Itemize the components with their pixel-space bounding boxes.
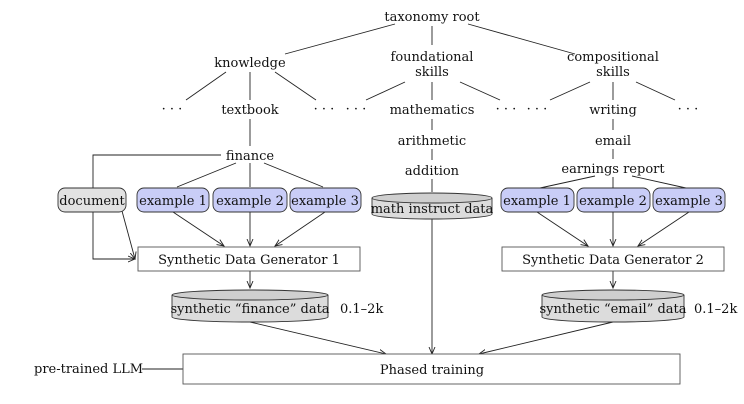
left-example-3-box	[289, 187, 362, 213]
addition-label: addition	[405, 164, 460, 179]
earnings-report-label: earnings report	[561, 162, 665, 177]
edge-earnings-example-1	[539, 175, 596, 189]
document-label: document	[59, 194, 125, 209]
training: pre-trained LLM Phased training	[34, 353, 681, 385]
math-data-label: math instruct data	[371, 202, 494, 217]
edge-knowledge-ellipsis-right	[274, 71, 317, 101]
generator-1-box	[137, 246, 361, 272]
right-pipeline: example 1 example 2 example 3 Synthetic …	[500, 187, 737, 323]
ellipsis-5: · · ·	[527, 102, 548, 117]
right-example-1-node: example 1	[500, 187, 575, 213]
email-data-label: synthetic “email” data	[539, 302, 686, 317]
edge-compositional-ellipsis-right	[635, 81, 676, 101]
left-example-2-node: example 2	[212, 187, 288, 213]
right-example-2-label: example 2	[579, 194, 647, 209]
edge-right-example-3-generator	[638, 211, 690, 246]
edge-finance-example-3	[263, 162, 324, 188]
document-node: document	[57, 187, 127, 213]
email-data-cylinder: synthetic “email” data	[539, 289, 687, 323]
arithmetic-label: arithmetic	[398, 134, 466, 149]
right-example-2-box	[576, 187, 651, 213]
right-example-2-node: example 2	[576, 187, 651, 213]
right-example-3-node: example 3	[652, 187, 726, 213]
edge-root-knowledge	[284, 23, 396, 55]
generator-2-label: Synthetic Data Generator 2	[522, 253, 704, 268]
left-example-3-label: example 3	[291, 194, 359, 209]
math-cylinder-top	[371, 192, 493, 204]
right-example-1-box	[500, 187, 575, 213]
generator-2-box	[501, 246, 725, 272]
writing-label: writing	[589, 103, 637, 118]
email-data-range: 0.1–2k	[694, 302, 737, 317]
foundational-label-line2: skills	[415, 65, 449, 80]
edge-foundational-ellipsis-right	[459, 81, 501, 101]
edge-compositional-ellipsis-left	[549, 81, 591, 101]
left-example-3-node: example 3	[289, 187, 362, 213]
ellipsis-1: · · ·	[162, 102, 183, 117]
foundational-label-line1: foundational	[391, 50, 474, 65]
edge-earnings-example-3	[631, 175, 687, 189]
left-example-1-box	[136, 187, 210, 213]
finance-data-cylinder: synthetic “finance” data	[170, 289, 330, 323]
email-cylinder-body	[541, 295, 685, 323]
left-example-2-label: example 2	[216, 194, 284, 209]
left-example-2-box	[212, 187, 288, 213]
finance-cylinder-body	[171, 295, 329, 323]
knowledge-label: knowledge	[214, 56, 286, 71]
ellipsis-2: · · ·	[314, 102, 335, 117]
document-box	[57, 187, 127, 213]
edge-left-example-1-generator	[172, 211, 224, 246]
edge-left-example-3-generator	[275, 211, 326, 246]
generator-1-label: Synthetic Data Generator 1	[158, 253, 340, 268]
ellipsis-6: · · ·	[678, 102, 699, 117]
compositional-label-line1: compositional	[567, 50, 659, 65]
phased-training-box	[182, 353, 681, 385]
email-label: email	[595, 134, 631, 149]
finance-data-label: synthetic “finance” data	[170, 302, 329, 317]
mathematics-label: mathematics	[390, 103, 475, 118]
edge-email-data-training	[479, 321, 614, 354]
finance-cylinder-top	[171, 289, 329, 301]
phased-training-label: Phased training	[380, 363, 484, 378]
math-cylinder-body	[371, 198, 493, 220]
edge-finance-data-training	[249, 321, 386, 354]
right-example-1-label: example 1	[503, 194, 571, 209]
tree-edges	[185, 23, 676, 192]
edge-document-generator-1	[121, 210, 135, 259]
taxonomy-tree: taxonomy root knowledge foundational ski…	[162, 10, 699, 179]
math-data-cylinder: math instruct data	[371, 192, 494, 220]
right-example-3-box	[652, 187, 726, 213]
pretrained-llm-label: pre-trained LLM	[34, 362, 143, 377]
edge-root-compositional	[467, 23, 576, 55]
edge-finance-example-1	[176, 162, 237, 188]
compositional-label-line2: skills	[596, 65, 630, 80]
email-cylinder-top	[541, 289, 685, 301]
finance-label: finance	[226, 149, 274, 164]
generator-2-node: Synthetic Data Generator 2	[501, 246, 725, 272]
edge-foundational-ellipsis-left	[365, 81, 406, 101]
finance-data-range: 0.1–2k	[340, 302, 383, 317]
generator-1-node: Synthetic Data Generator 1	[137, 246, 361, 272]
ellipsis-4: · · ·	[496, 102, 517, 117]
left-example-1-node: example 1	[136, 187, 210, 213]
taxonomy-root-label: taxonomy root	[384, 10, 480, 25]
textbook-label: textbook	[221, 103, 278, 118]
right-pipeline-edges	[479, 175, 690, 354]
left-example-1-label: example 1	[139, 194, 207, 209]
ellipsis-3: · · ·	[346, 102, 367, 117]
edge-knowledge-ellipsis-left	[185, 71, 227, 101]
right-example-3-label: example 3	[655, 194, 723, 209]
left-pipeline: document example 1 example 2 example 3 S…	[57, 187, 383, 323]
edge-right-example-1-generator	[536, 211, 588, 246]
